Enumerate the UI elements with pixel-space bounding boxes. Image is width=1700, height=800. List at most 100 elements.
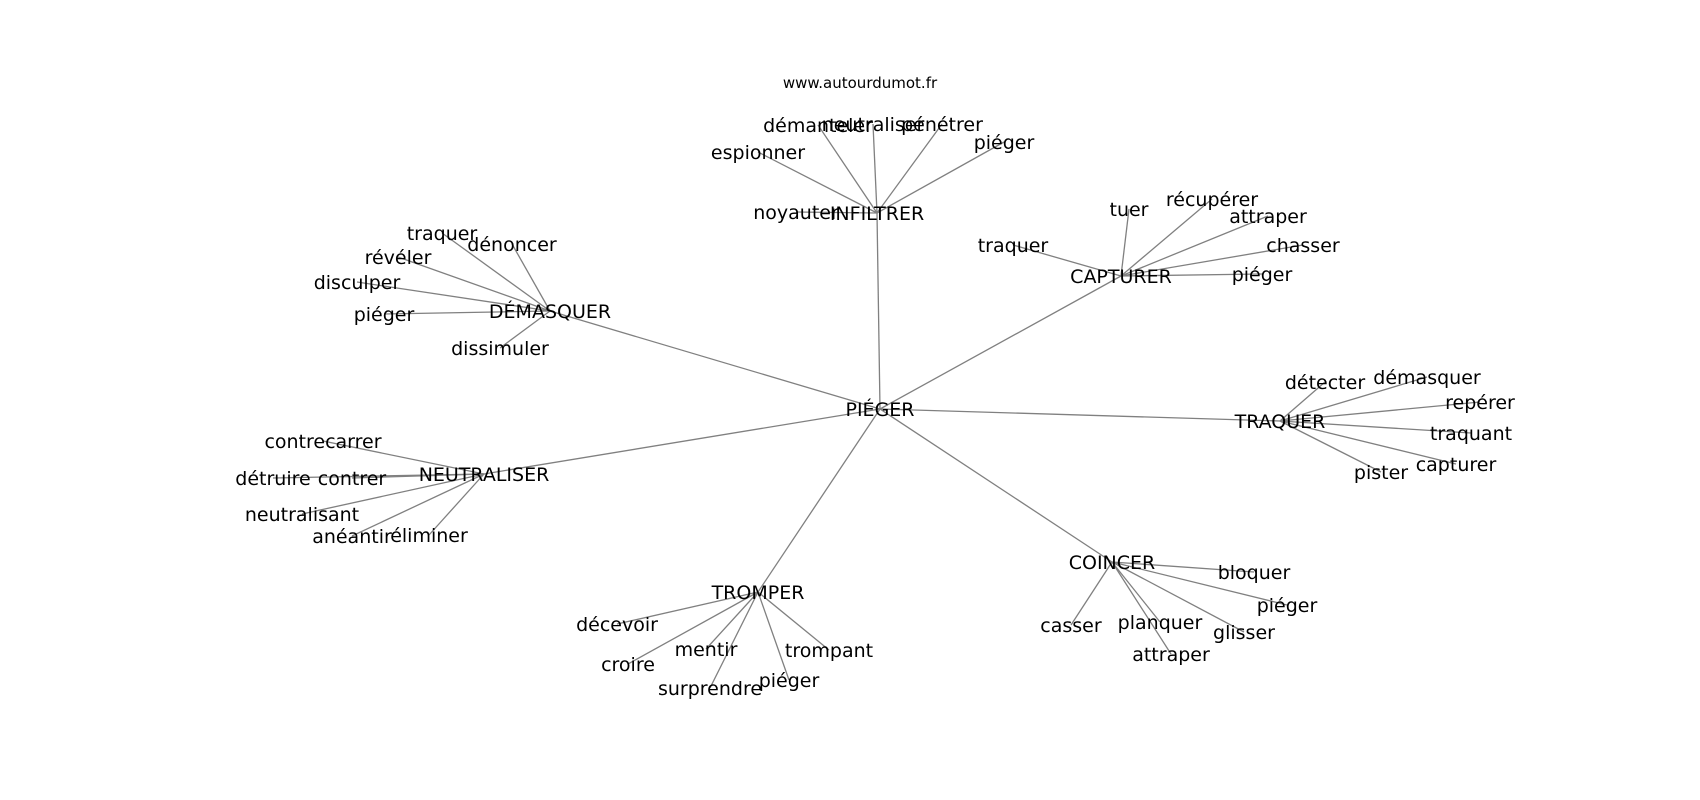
leaf-node-label: disculper bbox=[314, 272, 401, 294]
edge-coincer-leaf bbox=[1111, 561, 1255, 573]
edges-layer bbox=[272, 123, 1481, 689]
edge-neutraliser-leaf bbox=[428, 473, 485, 536]
edge-neutraliser-leaf bbox=[301, 473, 485, 515]
leaf-node-label: démanteler bbox=[763, 115, 873, 137]
leaf-node-label: noyauter bbox=[753, 202, 839, 224]
edge-neutraliser-leaf bbox=[322, 440, 485, 475]
cluster-node-label: TRAQUER bbox=[1234, 411, 1326, 433]
cluster-node-label: NEUTRALISER bbox=[419, 464, 550, 486]
leaf-node-label: traquant bbox=[1430, 423, 1512, 445]
leaf-node-label: piéger bbox=[354, 304, 415, 326]
leaf-node-label: attraper bbox=[1229, 206, 1307, 228]
edge-infiltrer-leaf bbox=[817, 124, 878, 214]
leaf-node-label: espionner bbox=[711, 142, 805, 164]
edge-infiltrer-leaf bbox=[876, 123, 943, 214]
leaf-node-label: contrer bbox=[318, 468, 387, 490]
edge-tromper-leaf bbox=[757, 591, 790, 681]
leaf-node-label: dénoncer bbox=[467, 234, 557, 256]
edge-infiltrer-leaf bbox=[795, 211, 878, 214]
edge-coincer-leaf bbox=[1111, 561, 1245, 633]
edge-capturer-leaf bbox=[1120, 198, 1213, 277]
leaf-node-label: révéler bbox=[365, 247, 432, 269]
leaf-node-label: piéger bbox=[1232, 264, 1293, 286]
leaf-node-label: piéger bbox=[1257, 595, 1318, 617]
leaf-node-label: pénétrer bbox=[901, 114, 983, 136]
edge-tromper-leaf bbox=[627, 591, 759, 665]
leaf-node-label: repérer bbox=[1445, 392, 1515, 414]
edge-center-to-neutraliser bbox=[483, 408, 881, 475]
leaf-node-label: attraper bbox=[1132, 644, 1210, 666]
edge-démasquer-leaf bbox=[499, 310, 551, 349]
cluster-node-label: DÉMASQUER bbox=[489, 300, 611, 323]
leaf-node-label: dissimuler bbox=[451, 338, 549, 360]
edge-center-to-démasquer bbox=[549, 310, 881, 410]
leaf-node-label: anéantir bbox=[312, 526, 392, 548]
leaf-node-label: trompant bbox=[785, 640, 873, 662]
leaf-node-label: contrecarrer bbox=[264, 431, 381, 453]
leaf-node-label: tuer bbox=[1110, 199, 1149, 221]
cluster-node-label: TROMPER bbox=[711, 582, 805, 604]
edge-tromper-leaf bbox=[757, 591, 830, 651]
edge-center-to-infiltrer bbox=[876, 212, 881, 410]
edge-coincer-leaf bbox=[1070, 561, 1113, 626]
leaf-node-label: mentir bbox=[675, 639, 738, 661]
leaf-node-label: démasquer bbox=[1373, 367, 1481, 389]
leaf-node-label: planquer bbox=[1118, 612, 1203, 634]
edge-capturer-leaf bbox=[1120, 273, 1263, 277]
leaf-node-label: chasser bbox=[1266, 235, 1340, 257]
edge-capturer-leaf bbox=[1120, 215, 1269, 277]
leaf-node-label: croire bbox=[601, 654, 655, 676]
edge-traquer-leaf bbox=[1279, 420, 1472, 434]
edge-coincer-leaf bbox=[1111, 561, 1288, 606]
edge-coincer-leaf bbox=[1111, 561, 1161, 623]
edge-tromper-leaf bbox=[709, 591, 759, 689]
leaf-node-label: glisser bbox=[1213, 622, 1275, 644]
labels-layer: www.autourdumot.fr PIÉGERINFILTRERdémant… bbox=[235, 74, 1515, 700]
edge-tromper-leaf bbox=[705, 591, 759, 650]
leaf-node-label: capturer bbox=[1416, 454, 1497, 476]
edge-coincer-leaf bbox=[1111, 561, 1172, 655]
leaf-node-label: décevoir bbox=[576, 614, 658, 636]
leaf-node-label: traquer bbox=[407, 223, 478, 245]
edge-infiltrer-leaf bbox=[872, 123, 878, 214]
edge-traquer-leaf bbox=[1279, 401, 1481, 422]
cluster-node-label: INFILTRER bbox=[830, 203, 924, 225]
cluster-node-label: COINCER bbox=[1069, 552, 1156, 574]
leaf-node-label: piéger bbox=[974, 132, 1035, 154]
edge-center-to-coincer bbox=[879, 408, 1113, 563]
edge-capturer-leaf bbox=[1120, 208, 1130, 277]
edge-capturer-leaf bbox=[1120, 244, 1304, 277]
edge-capturer-leaf bbox=[1012, 244, 1122, 277]
edge-démasquer-leaf bbox=[356, 281, 551, 312]
leaf-node-label: neutraliser bbox=[822, 114, 925, 136]
edge-traquer-leaf bbox=[1279, 381, 1326, 422]
edge-traquer-leaf bbox=[1279, 376, 1428, 422]
edge-center-to-tromper bbox=[757, 408, 881, 593]
leaf-node-label: neutralisant bbox=[245, 504, 359, 526]
edge-center-to-traquer bbox=[879, 408, 1281, 422]
edge-center-to-capturer bbox=[879, 275, 1122, 410]
edge-démasquer-leaf bbox=[511, 243, 551, 312]
center-node-label: PIÉGER bbox=[846, 398, 915, 421]
cluster-node-label: CAPTURER bbox=[1070, 266, 1172, 288]
leaf-node-label: détruire bbox=[235, 468, 310, 490]
leaf-node-label: pister bbox=[1354, 462, 1408, 484]
leaf-node-label: surprendre bbox=[658, 678, 762, 700]
edge-traquer-leaf bbox=[1279, 420, 1457, 465]
edge-démasquer-leaf bbox=[397, 256, 551, 312]
edge-traquer-leaf bbox=[1279, 420, 1382, 473]
edge-démasquer-leaf bbox=[441, 232, 551, 312]
edge-neutraliser-leaf bbox=[351, 473, 485, 479]
edge-tromper-leaf bbox=[616, 591, 759, 625]
edge-neutraliser-leaf bbox=[351, 473, 485, 537]
edge-démasquer-leaf bbox=[383, 310, 551, 315]
edge-infiltrer-leaf bbox=[876, 141, 1005, 214]
leaf-node-label: traquer bbox=[978, 235, 1049, 257]
leaf-node-label: détecter bbox=[1285, 372, 1365, 394]
edge-infiltrer-leaf bbox=[757, 151, 878, 214]
leaf-node-label: éliminer bbox=[390, 525, 468, 547]
leaf-node-label: casser bbox=[1040, 615, 1102, 637]
leaf-node-label: récupérer bbox=[1166, 189, 1258, 211]
leaf-node-label: piéger bbox=[759, 670, 820, 692]
